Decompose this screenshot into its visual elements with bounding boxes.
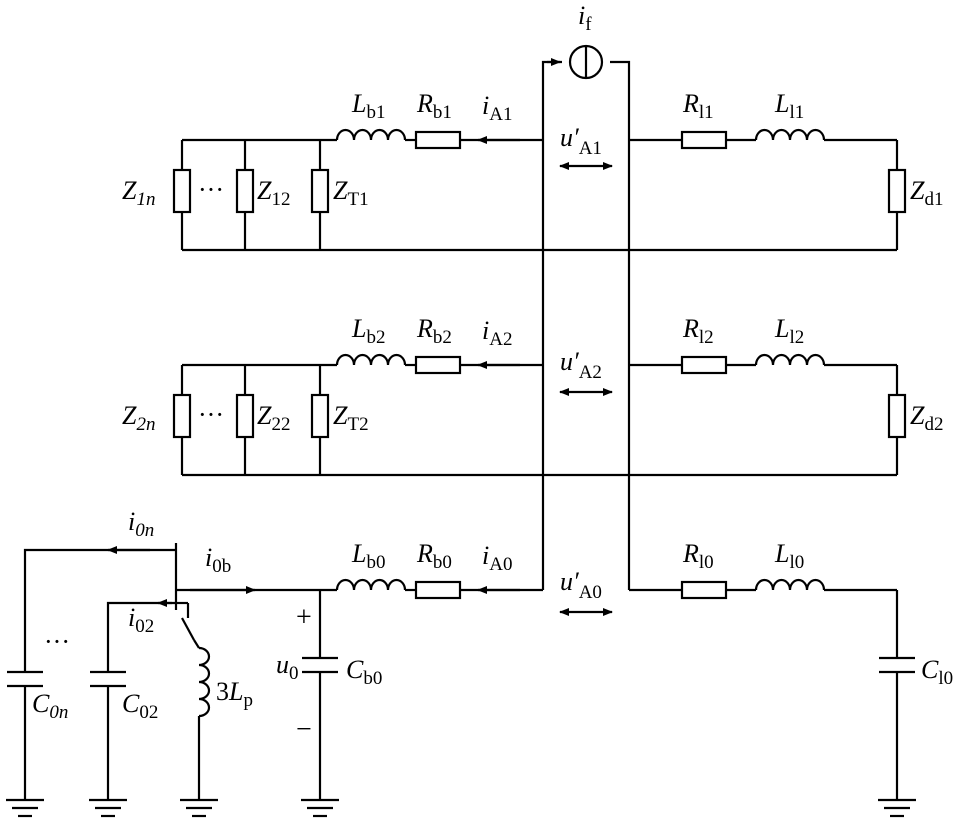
label-Rb1: Rb1 [416, 89, 452, 123]
label-Z2n: Z2n [122, 401, 155, 435]
label-Zd1: Zd1 [910, 176, 943, 210]
label-Ll2: Ll2 [774, 314, 804, 348]
label-C02: C02 [122, 689, 158, 723]
label-Z22: Z22 [257, 401, 290, 435]
label-Rl2: Rl2 [682, 314, 714, 348]
label-Ll1: Ll1 [774, 89, 804, 123]
label-iA2: iA2 [482, 316, 512, 350]
label-minus: − [296, 714, 312, 745]
labels: if Lb1 Rb1 iA1 u′A1 Rl1 Ll1 Z1n ··· Z12 … [32, 1, 953, 745]
label-ZT2: ZT2 [333, 401, 369, 435]
ground-symbols [6, 798, 916, 818]
ground-icon [6, 798, 44, 818]
label-if: if [578, 1, 592, 35]
label-3Lp: 3Lp [216, 677, 253, 711]
central-bus-wires [541, 58, 631, 590]
label-iA1: iA1 [482, 91, 512, 125]
ellipsis-1: ··· [198, 175, 224, 204]
branch-0 [7, 543, 915, 800]
label-Cb0: Cb0 [346, 655, 382, 689]
label-Rl0: Rl0 [682, 539, 714, 573]
label-Zd2: Zd2 [910, 401, 943, 435]
label-Rl1: Rl1 [682, 89, 714, 123]
label-Rb0: Rb0 [416, 539, 452, 573]
label-uA0: u′A0 [560, 567, 602, 603]
label-Rb2: Rb2 [416, 314, 452, 348]
fault-current-source [568, 44, 604, 80]
ellipsis-0: ··· [44, 627, 70, 656]
label-uA2: u′A2 [560, 347, 602, 383]
ground-icon [89, 798, 127, 818]
label-Cl0: Cl0 [921, 655, 953, 689]
label-Z1n: Z1n [122, 176, 155, 210]
label-iA0: iA0 [482, 541, 512, 575]
ellipsis-2: ··· [198, 400, 224, 429]
label-C0n: C0n [32, 689, 68, 723]
ground-icon [301, 798, 339, 818]
label-Z12: Z12 [257, 176, 290, 210]
label-i0n: i0n [128, 507, 154, 541]
label-Lb2: Lb2 [351, 314, 385, 348]
label-ZT1: ZT1 [333, 176, 369, 210]
label-Lb1: Lb1 [351, 89, 385, 123]
label-i0b: i0b [205, 543, 231, 577]
label-Lb0: Lb0 [351, 539, 385, 573]
branch-1 [172, 128, 907, 252]
label-u0: u0 [276, 650, 299, 684]
ground-icon [878, 798, 916, 818]
branch-2 [172, 353, 907, 477]
label-uA1: u′A1 [560, 123, 602, 159]
label-plus: + [296, 602, 312, 633]
label-i02: i02 [128, 603, 154, 637]
ground-icon [180, 798, 218, 818]
label-Ll0: Ll0 [774, 539, 804, 573]
